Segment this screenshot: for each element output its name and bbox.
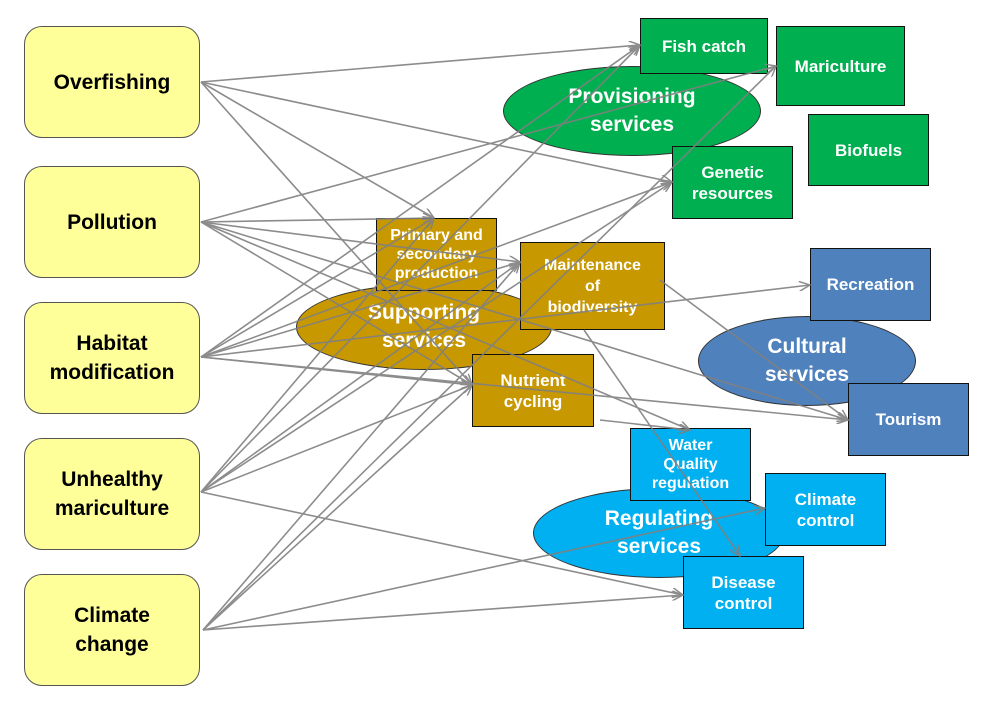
arrow-u-nut bbox=[200, 385, 472, 493]
arrow-c-dis bbox=[202, 595, 683, 631]
service-label: Genetic resources bbox=[691, 162, 774, 203]
service-label: Fish catch bbox=[661, 36, 747, 56]
recreation-box: Recreation bbox=[810, 248, 931, 321]
driver-climate-change: Climate change bbox=[24, 574, 200, 686]
arrow-o-prim bbox=[200, 81, 434, 218]
driver-label: Overfishing bbox=[53, 70, 171, 94]
service-label: Tourism bbox=[875, 410, 942, 429]
arrow-c-nut bbox=[202, 385, 472, 631]
service-label: Biofuels bbox=[834, 140, 903, 160]
service-label: Maintenance of biodiversity bbox=[544, 256, 641, 316]
group-label: Regulating services bbox=[604, 507, 714, 558]
service-label: Mariculture bbox=[794, 56, 887, 76]
driver-label: Unhealthy mariculture bbox=[54, 468, 170, 520]
service-label: Nutrient cycling bbox=[500, 370, 566, 411]
service-label: Recreation bbox=[826, 275, 915, 294]
group-label: Provisioning services bbox=[568, 85, 696, 136]
disease-control-box: Disease control bbox=[683, 556, 804, 629]
nutrient-cycling-box: Nutrient cycling bbox=[472, 354, 594, 427]
driver-habitat-modification: Habitat modification bbox=[24, 302, 200, 414]
genetic-resources-box: Genetic resources bbox=[672, 146, 793, 219]
group-label: Supporting services bbox=[368, 301, 480, 352]
service-label: Water Quality regulation bbox=[651, 437, 730, 492]
driver-pollution: Pollution bbox=[24, 166, 200, 278]
tourism-box: Tourism bbox=[848, 383, 969, 456]
biofuels-box: Biofuels bbox=[808, 114, 929, 186]
climate-control-box: Climate control bbox=[765, 473, 886, 546]
mariculture-box: Mariculture bbox=[776, 26, 905, 106]
driver-label: Pollution bbox=[67, 210, 157, 234]
driver-unhealthy-mariculture: Unhealthy mariculture bbox=[24, 438, 200, 550]
group-label: Cultural services bbox=[764, 335, 850, 386]
provisioning-services-ellipse: Provisioning services bbox=[503, 66, 761, 156]
driver-label: Habitat modification bbox=[49, 332, 175, 384]
fish-catch-box: Fish catch bbox=[640, 18, 768, 74]
primary-secondary-production-box: Primary and secondary production bbox=[376, 218, 497, 291]
driver-overfishing: Overfishing bbox=[24, 26, 200, 138]
service-label: Climate control bbox=[794, 489, 857, 530]
water-quality-regulation-box: Water Quality regulation bbox=[630, 428, 751, 501]
driver-label: Climate change bbox=[74, 604, 150, 656]
maintenance-biodiversity-box: Maintenance of biodiversity bbox=[520, 242, 665, 330]
service-label: Primary and secondary production bbox=[390, 227, 483, 282]
service-label: Disease control bbox=[711, 572, 776, 613]
